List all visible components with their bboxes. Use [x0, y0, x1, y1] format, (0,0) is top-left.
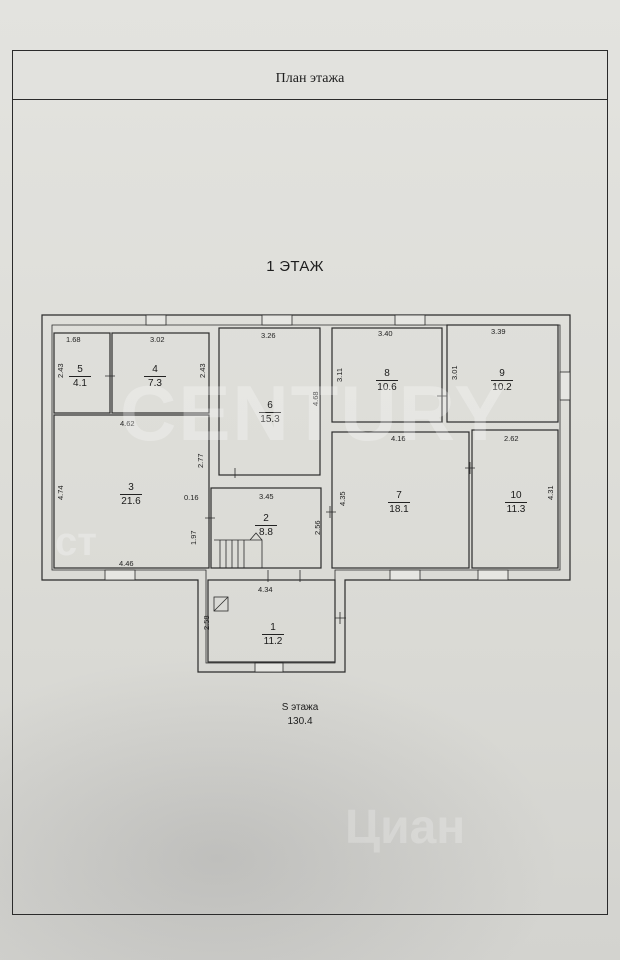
- dim-label: 4.31: [546, 485, 555, 500]
- dim-label: 2.43: [198, 363, 207, 378]
- window: [104, 569, 136, 581]
- dim-label: 2.56: [313, 520, 322, 535]
- dim-label: 4.35: [338, 491, 347, 506]
- stairs: [214, 532, 263, 569]
- window: [559, 371, 571, 401]
- room-number: 1: [270, 622, 276, 633]
- room-area: 21.6: [121, 496, 141, 507]
- room-4-outline: [111, 332, 210, 414]
- window: [254, 662, 284, 673]
- room-area: 18.1: [389, 504, 409, 515]
- dim-label: 3.01: [450, 365, 459, 380]
- room-2-outline: [210, 487, 322, 569]
- window: [145, 314, 167, 326]
- room-1-outline: [207, 579, 336, 663]
- dim-label: 3.02: [150, 335, 165, 344]
- dim-label: 4.62: [120, 419, 135, 428]
- room-area: 4.1: [73, 378, 87, 389]
- dim-label: 4.16: [391, 434, 406, 443]
- room-number: 8: [384, 368, 390, 379]
- dim-label: 3.45: [259, 492, 274, 501]
- room-number: 10: [510, 490, 522, 501]
- dim-label: 3.39: [491, 327, 506, 336]
- floor-label: 1 ЭТАЖ: [266, 258, 324, 275]
- room-divider: [388, 502, 410, 503]
- room-area: 11.3: [506, 504, 526, 515]
- room-divider: [144, 376, 166, 377]
- dim-label: 3.11: [335, 368, 344, 382]
- room-divider: [259, 412, 281, 413]
- room-number: 6: [267, 400, 273, 411]
- room-divider: [505, 502, 527, 503]
- room-divider: [255, 525, 277, 526]
- dim-label: 2.77: [196, 453, 205, 468]
- room-area: 15.3: [260, 414, 280, 425]
- room-divider: [120, 494, 142, 495]
- window: [261, 314, 293, 326]
- room-number: 9: [499, 368, 505, 379]
- floor-area-label: S этажа: [281, 702, 319, 713]
- room-divider: [491, 380, 513, 381]
- inner-wall-outline: [51, 324, 561, 664]
- plan-title: План этажа: [275, 70, 345, 86]
- chimney: [213, 596, 229, 612]
- room-number: 5: [77, 364, 83, 375]
- room-area: 8.8: [259, 527, 273, 538]
- outer-wall: [41, 314, 571, 673]
- room-10-outline: [471, 429, 559, 569]
- room-label-10: 10 11.3: [491, 490, 541, 515]
- dim-label: 2.62: [504, 434, 519, 443]
- window: [389, 569, 421, 581]
- dim-label: 0.16: [184, 493, 199, 502]
- dim-label: 1.68: [66, 335, 81, 344]
- dim-label: 4.46: [119, 559, 134, 568]
- window: [477, 569, 509, 581]
- room-area: 10.6: [377, 382, 397, 393]
- dim-label: 4.34: [258, 585, 273, 594]
- room-area: 10.2: [492, 382, 512, 393]
- room-divider: [262, 634, 284, 635]
- window: [394, 314, 426, 326]
- dim-label: 3.40: [378, 329, 393, 338]
- room-number: 2: [263, 513, 269, 524]
- dim-label: 4.74: [56, 485, 65, 500]
- room-divider: [376, 380, 398, 381]
- room-9-outline: [446, 324, 559, 423]
- dim-label: 3.26: [261, 331, 276, 340]
- room-8-outline: [331, 327, 443, 423]
- document-frame: [12, 50, 608, 915]
- dim-label: 2.43: [56, 363, 65, 378]
- dim-label: 2.58: [202, 615, 211, 630]
- room-area: 7.3: [148, 378, 162, 389]
- title-row: План этажа: [12, 50, 608, 100]
- dim-label: 1.97: [189, 530, 198, 545]
- room-number: 7: [396, 490, 402, 501]
- room-area: 11.2: [263, 636, 283, 647]
- room-7-outline: [331, 431, 470, 569]
- room-number: 4: [152, 364, 158, 375]
- room-6-outline: [218, 327, 321, 476]
- dim-label: 4.68: [311, 391, 320, 406]
- floor-area-value: 130.4: [287, 716, 313, 727]
- room-number: 3: [128, 482, 134, 493]
- room-3-outline: [53, 414, 210, 569]
- room-divider: [69, 376, 91, 377]
